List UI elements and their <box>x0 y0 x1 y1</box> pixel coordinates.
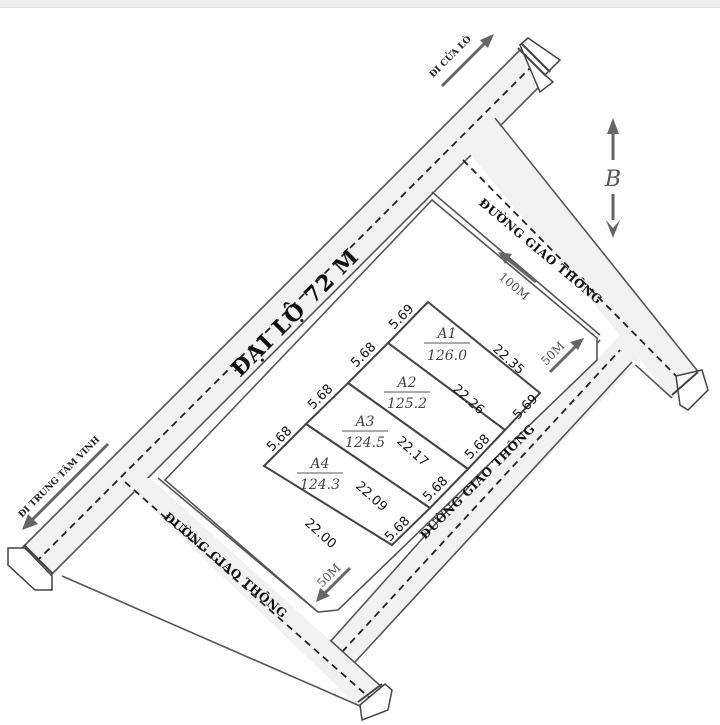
svg-text:A2: A2 <box>395 375 416 391</box>
road-end-arrow-bottom-left <box>7 544 53 591</box>
svg-text:A4: A4 <box>308 456 329 472</box>
top-side-road <box>431 117 701 399</box>
road-end-arrow-top <box>517 37 562 94</box>
svg-text:A3: A3 <box>353 414 374 430</box>
svg-text:126.0: 126.0 <box>427 348 467 364</box>
plots <box>262 300 542 547</box>
compass-north-icon: B <box>604 118 621 238</box>
svg-text:124.3: 124.3 <box>300 477 340 493</box>
svg-text:B: B <box>604 167 621 192</box>
svg-text:125.2: 125.2 <box>387 396 427 412</box>
right-side-road <box>329 335 640 663</box>
plot-labels: A1 126.0 A2 125.2 A3 124.5 A4 124.3 <box>297 326 470 493</box>
svg-text:A1: A1 <box>435 326 456 342</box>
svg-text:124.5: 124.5 <box>345 435 385 451</box>
road-end-arrow-bottom <box>357 683 393 722</box>
direction-up: ĐI CỬA LÒ <box>426 32 494 88</box>
road-end-arrow-right <box>671 369 709 411</box>
plot-A4[interactable] <box>262 422 432 547</box>
window-top-bar <box>0 0 720 8</box>
svg-text:ĐI CỬA LÒ: ĐI CỬA LÒ <box>426 32 474 80</box>
